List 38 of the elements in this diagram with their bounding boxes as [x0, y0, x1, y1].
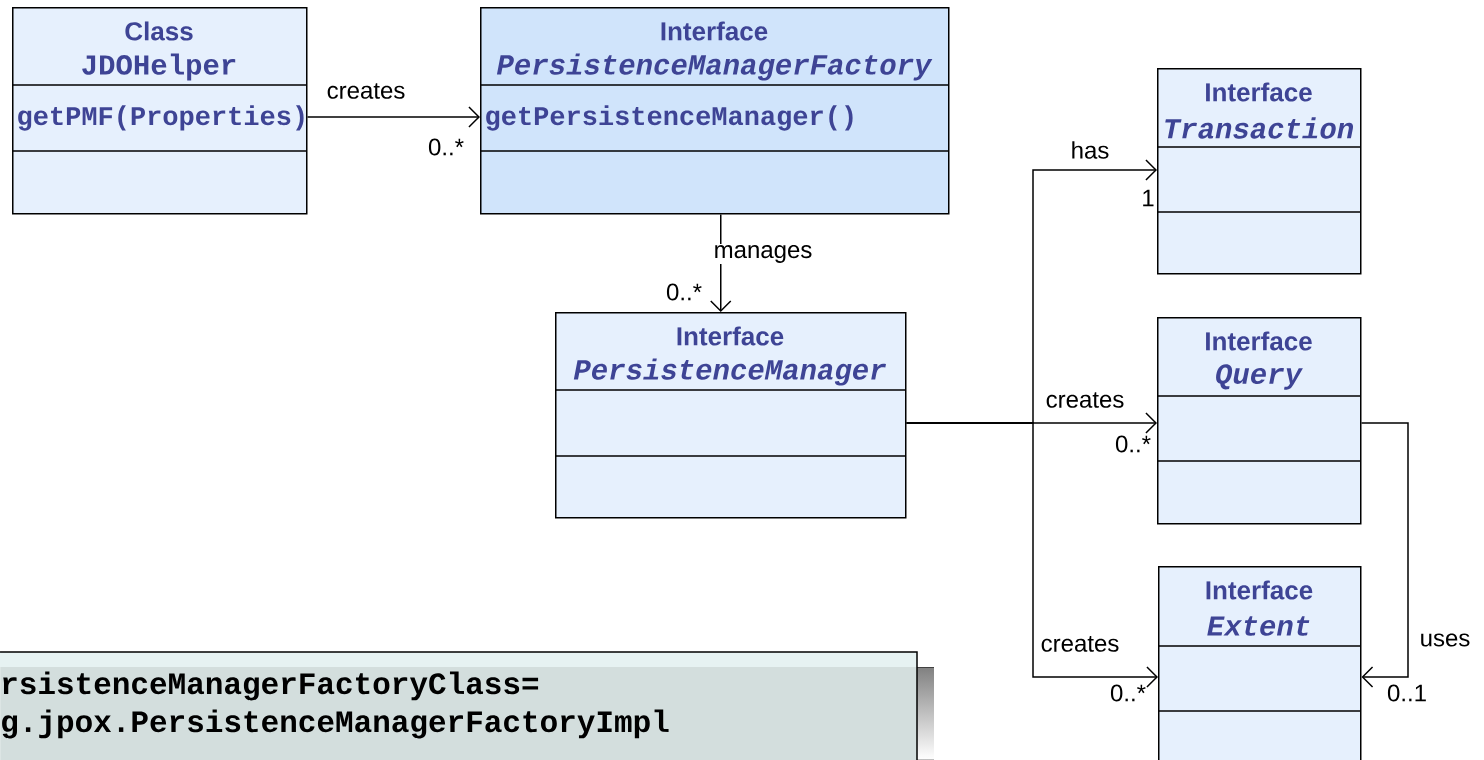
multiplicity-label: 0..1 [1387, 684, 1426, 702]
edge-label: creates [325, 82, 407, 100]
class-name: PersistenceManagerFactory [496, 53, 933, 81]
class-box [1156, 317, 1362, 525]
class-name: Transaction [1165, 117, 1354, 139]
class-stereotype: Interface [677, 326, 784, 346]
edge-label: has [1069, 140, 1111, 160]
edge-label: creates [1039, 635, 1121, 653]
class-name: PersistenceManager [573, 358, 886, 386]
class-stereotype: Interface [1206, 331, 1312, 351]
code-box [0, 651, 918, 760]
class-name: JDOHelper [82, 53, 236, 81]
class-box [1157, 566, 1362, 760]
multiplicity-label: 0..* [1110, 684, 1146, 702]
class-stereotype: Interface [1206, 580, 1313, 600]
multiplicity-label: 1 [1143, 189, 1154, 207]
multiplicity-label: 0..* [666, 283, 702, 301]
edge-label: creates [1044, 391, 1126, 409]
arrow [306, 106, 480, 128]
class-name: Extent [1207, 616, 1310, 636]
code-line: rsistenceManagerFactoryClass= [3, 671, 539, 701]
multiplicity-label: 0..* [428, 138, 464, 156]
class-box [479, 7, 950, 215]
arrow [1360, 422, 1409, 688]
arrow [905, 422, 1158, 688]
class-stereotype: Interface [1206, 82, 1312, 102]
method-name: getPMF(Properties) [18, 105, 304, 131]
class-stereotype: Interface [661, 21, 768, 41]
class-stereotype: Class [125, 21, 193, 41]
code-line: g.jpox.PersistenceManagerFactoryImpl [2, 709, 669, 739]
method-name: getPersistenceManager() [486, 105, 853, 131]
class-name: Query [1216, 364, 1303, 390]
multiplicity-label: 0..* [1115, 435, 1151, 453]
class-box [554, 312, 907, 519]
class-box [1156, 68, 1362, 275]
class-box [11, 7, 308, 215]
edge-label: manages [712, 244, 814, 264]
edge-label: uses [1418, 632, 1472, 648]
